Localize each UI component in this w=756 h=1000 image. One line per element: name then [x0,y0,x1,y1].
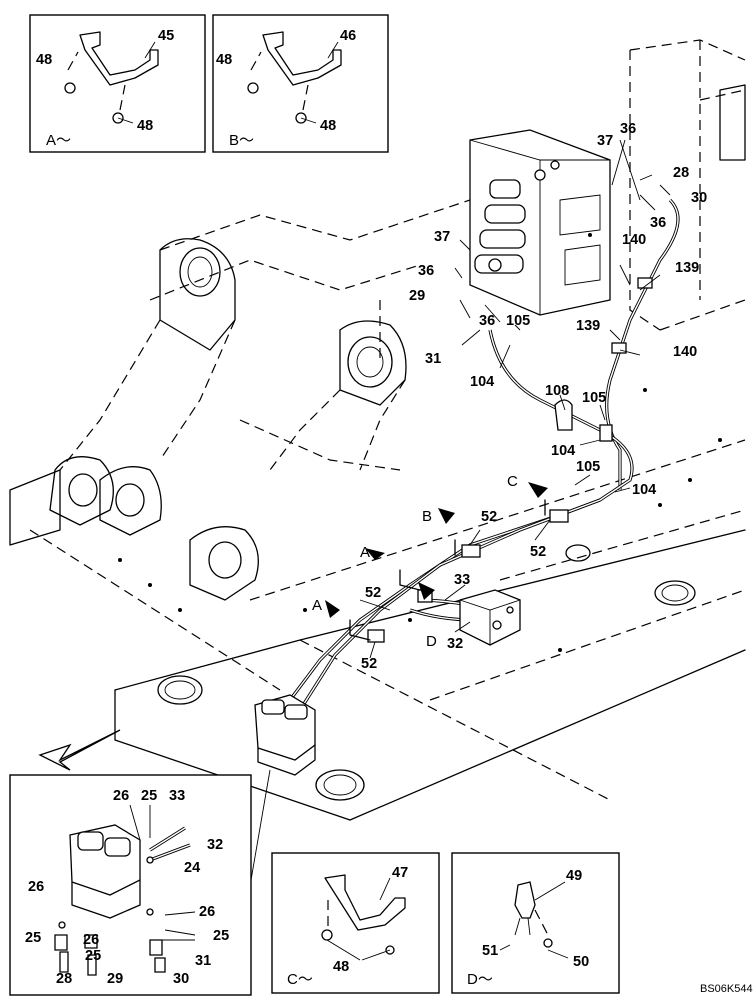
callout: 25 [25,930,41,946]
inset-caption: D～ [467,971,493,988]
callout: 104 [632,482,656,498]
callout: 48 [320,118,336,134]
callout: 26 [28,879,44,895]
callout: 28 [673,165,689,181]
main-frame-drawing [9,39,746,821]
callout: 50 [573,954,589,970]
leader-lines [359,139,671,659]
callout: 45 [158,28,174,44]
inset-a: 48 45 48 A～ [29,14,206,153]
view-marker: A [312,597,322,614]
callout: 26 [199,904,215,920]
callout: 51 [482,943,498,959]
callout: 104 [551,443,575,459]
callout: 48 [216,52,232,68]
callout: 37 [434,229,450,245]
callout: 25 [213,928,229,944]
callout: 32 [207,837,223,853]
drawing-code: BS06K544 [700,983,753,995]
view-marker: C [507,473,518,490]
inset-caption: C～ [287,971,313,988]
callout: 31 [195,953,211,969]
control-valve [469,129,611,316]
callout: 26 [113,788,129,804]
inset-caption: A～ [46,132,71,149]
view-letters: A A B C D [312,473,518,650]
callout: 36 [650,215,666,231]
callout: 48 [36,52,52,68]
callout: 31 [425,351,441,367]
callout: 48 [137,118,153,134]
inset-d: 49 51 50 D～ [451,852,620,994]
callout: 33 [454,572,470,588]
detail-leader [250,769,271,881]
view-marker: A [360,544,370,561]
callout: 139 [576,318,600,334]
forward-arrow [38,729,121,771]
inset-pedal-detail: 26 25 33 32 24 26 26 25 26 25 25 28 29 3… [9,774,252,996]
pilot-valve-block [459,589,521,646]
callout: 52 [361,656,377,672]
view-marker: D [426,633,437,650]
callout: 52 [365,585,381,601]
inset-caption: B～ [229,132,254,149]
view-arrows [325,482,548,618]
callout: 104 [470,374,494,390]
callout: 52 [530,544,546,560]
inset-c: 47 48 C～ [271,852,440,994]
callout: 36 [620,121,636,137]
callout: 105 [576,459,600,475]
view-marker: B [422,508,432,525]
callout: 139 [675,260,699,276]
callout: 49 [566,868,582,884]
callout: 29 [409,288,425,304]
callout: 47 [392,865,408,881]
callout: 140 [673,344,697,360]
hose-clamps [349,277,653,643]
callout: 36 [418,263,434,279]
callout: 52 [481,509,497,525]
travel-pedal-unit [254,694,316,776]
callout: 37 [597,133,613,149]
callout: 25 [85,948,101,964]
callout: 24 [184,860,200,876]
callout: 25 [141,788,157,804]
callout: 30 [173,971,189,987]
callout: 29 [107,971,123,987]
callout: 33 [169,788,185,804]
callout: 32 [447,636,463,652]
callout: 108 [545,383,569,399]
inset-b: 48 46 48 B～ [212,14,389,153]
callout: 28 [56,971,72,987]
callouts: 37 36 28 30 36 37 36 140 139 29 36 105 1… [361,121,707,672]
callout: 36 [479,313,495,329]
callout: 46 [340,28,356,44]
callout: 140 [622,232,646,248]
callout: 26 [83,932,99,948]
callout: 30 [691,190,707,206]
callout: 105 [506,313,530,329]
callout: 48 [333,959,349,975]
callout: 105 [582,390,606,406]
